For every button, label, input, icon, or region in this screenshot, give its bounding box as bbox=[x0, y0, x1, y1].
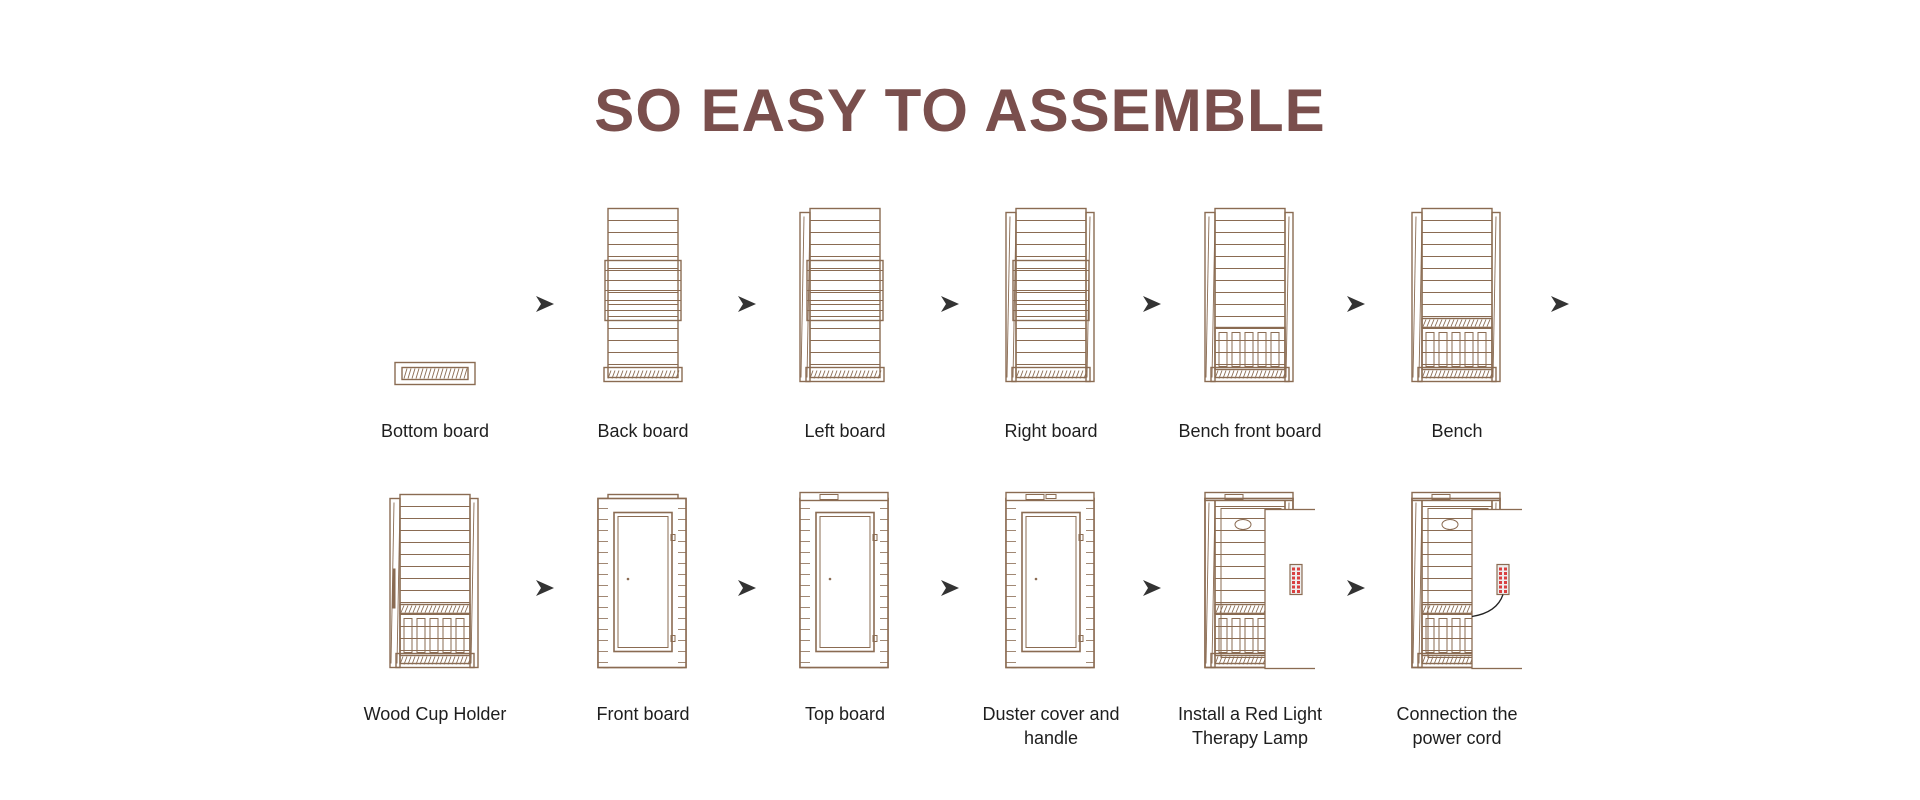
chevron-right-icon bbox=[1347, 580, 1365, 596]
step-label: Left board bbox=[804, 421, 886, 441]
page-title: SO EASY TO ASSEMBLE bbox=[594, 77, 1326, 144]
chevron-right-icon bbox=[941, 296, 959, 312]
step-label: Top board bbox=[804, 704, 886, 724]
step-label: Wood Cup Holder bbox=[363, 704, 507, 724]
sauna-diagram bbox=[1411, 207, 1501, 383]
assembly-step: Wood Cup Holder bbox=[335, 486, 535, 726]
assembly-step: Left board bbox=[745, 200, 945, 443]
step-label: Right board bbox=[1004, 421, 1098, 441]
assembly-step: Bench front board bbox=[1150, 200, 1350, 443]
sauna-diagram bbox=[1204, 491, 1315, 670]
sauna-diagram bbox=[597, 493, 687, 669]
sauna-diagram bbox=[1005, 207, 1095, 383]
assembly-step: Top board bbox=[745, 486, 945, 726]
step-label: Connection the power cord bbox=[1396, 704, 1518, 748]
step-label: Back board bbox=[597, 421, 689, 441]
assembly-step: Bench bbox=[1357, 200, 1557, 443]
chevron-right-icon bbox=[536, 580, 554, 596]
assembly-step: Duster cover and handle bbox=[951, 486, 1151, 750]
sauna-diagram bbox=[799, 207, 885, 383]
assembly-step: Bottom board bbox=[335, 200, 535, 443]
chevron-right-icon bbox=[1143, 580, 1161, 596]
assembly-step: Front board bbox=[543, 486, 743, 726]
chevron-right-icon bbox=[536, 296, 554, 312]
chevron-right-icon bbox=[1143, 296, 1161, 312]
step-label: Bench bbox=[1431, 421, 1483, 441]
sauna-diagram bbox=[1204, 207, 1294, 383]
sauna-diagram bbox=[1005, 491, 1095, 669]
assembly-step: Back board bbox=[543, 200, 743, 443]
assembly-step: Connection the power cord bbox=[1357, 486, 1557, 750]
sauna-diagram bbox=[799, 491, 889, 669]
assembly-step: Right board bbox=[951, 200, 1151, 443]
step-label: Duster cover and handle bbox=[982, 704, 1120, 748]
step-label: Front board bbox=[596, 704, 690, 724]
sauna-diagram bbox=[389, 493, 479, 669]
step-label: Bench front board bbox=[1178, 421, 1322, 441]
sauna-diagram bbox=[394, 361, 476, 386]
sauna-diagram bbox=[603, 207, 683, 383]
assembly-step: Install a Red Light Therapy Lamp bbox=[1150, 486, 1350, 750]
step-label: Install a Red Light Therapy Lamp bbox=[1177, 704, 1323, 748]
chevron-right-icon bbox=[738, 296, 756, 312]
chevron-right-icon bbox=[738, 580, 756, 596]
step-label: Bottom board bbox=[380, 421, 490, 441]
chevron-right-icon bbox=[1551, 296, 1569, 312]
chevron-right-icon bbox=[1347, 296, 1365, 312]
chevron-right-icon bbox=[941, 580, 959, 596]
sauna-diagram bbox=[1411, 491, 1522, 670]
